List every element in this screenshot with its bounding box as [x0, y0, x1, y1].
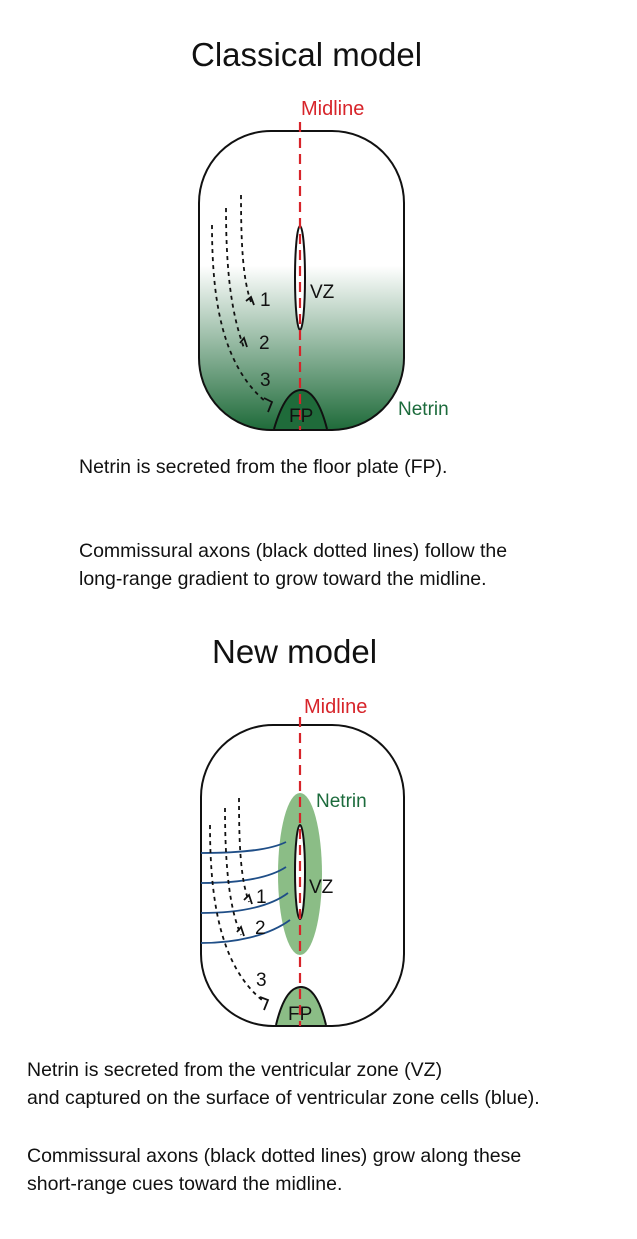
new-axon-label-3: 3 [256, 970, 267, 991]
new-caption-1-line-1: Netrin is secreted from the ventricular … [27, 1059, 443, 1081]
floor-plate [273, 388, 328, 430]
new-netrin-label: Netrin [316, 791, 367, 812]
axon-3-growth-cone-icon [263, 397, 274, 413]
axon-2 [225, 207, 245, 349]
new-vz-label: VZ [309, 877, 334, 898]
new-model-title: New model [212, 633, 378, 670]
vz-cell-line-4 [200, 919, 291, 944]
vz-cell-line-2 [200, 866, 287, 884]
axon-1-growth-cone-icon [245, 295, 255, 306]
axon-3 [209, 824, 263, 1001]
classical-caption-1: Netrin is secreted from the floor plate … [79, 456, 448, 478]
classical-model-title: Classical model [191, 36, 423, 73]
axon-2-growth-cone-icon [239, 336, 248, 348]
classical-caption-2-line-1: Commissural axons (black dotted lines) f… [79, 540, 508, 562]
axon-1 [240, 194, 252, 303]
classical-axon-label-1: 1 [260, 290, 271, 311]
new-fp-label: FP [288, 1004, 312, 1025]
new-model-diagram: Midline Netrin VZ FP 1 2 3 [200, 696, 405, 1027]
classical-midline-label: Midline [301, 98, 364, 120]
axon-3 [211, 224, 267, 403]
classical-vz-label: VZ [310, 282, 335, 303]
classical-caption-2-line-2: long-range gradient to grow toward the m… [79, 568, 487, 590]
new-axon-label-1: 1 [256, 887, 267, 908]
new-midline-label: Midline [304, 696, 367, 718]
axon-3-growth-cone-icon [259, 996, 270, 1011]
axon-1-growth-cone-icon [243, 893, 253, 905]
classical-fp-label: FP [289, 406, 313, 427]
classical-model-diagram: Midline VZ FP Netrin 1 2 3 [198, 98, 449, 431]
vz-cell-line-3 [200, 892, 289, 914]
ventricular-zone [294, 824, 306, 920]
classical-axon-label-3: 3 [260, 370, 271, 391]
axon-1 [238, 797, 250, 903]
new-caption-2-line-2: short-range cues toward the midline. [27, 1173, 343, 1195]
new-caption-1-line-2: and captured on the surface of ventricul… [27, 1087, 540, 1109]
classical-netrin-label: Netrin [398, 399, 449, 420]
new-caption-2-line-1: Commissural axons (black dotted lines) g… [27, 1145, 522, 1167]
new-axon-label-2: 2 [255, 918, 266, 939]
axon-2 [224, 807, 242, 936]
classical-axon-label-2: 2 [259, 333, 270, 354]
axon-2-growth-cone-icon [236, 925, 245, 937]
